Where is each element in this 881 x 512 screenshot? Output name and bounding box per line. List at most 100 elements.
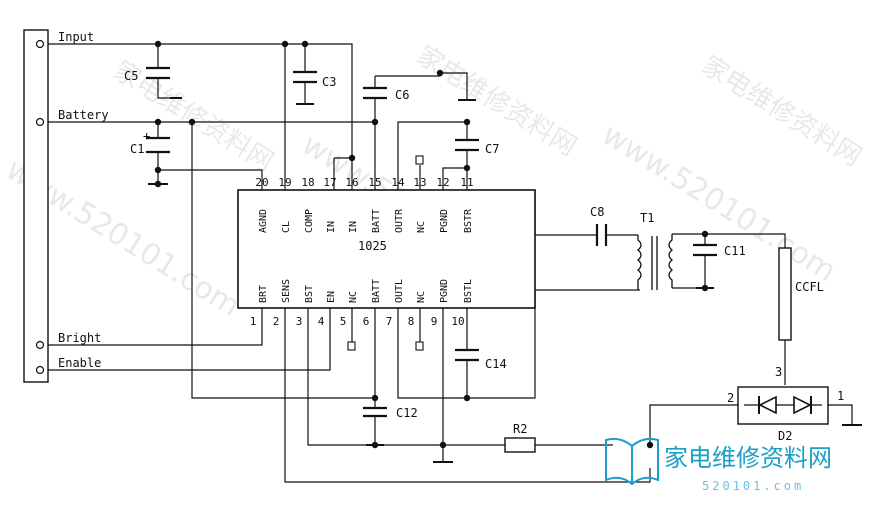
ic-pin-16-name: IN [348,221,359,233]
ic-pin-14-name: OUTR [394,208,405,233]
ic-1025: 1025 20AGND19CL18COMP17IN16IN15BATT14OUT… [237,176,536,328]
ic-pin-4-number: 4 [318,315,325,328]
label-c14: C14 [485,357,507,371]
ic-pin-10-name: BSTL [463,279,474,303]
label-ccfl: CCFL [795,280,824,294]
ic-pin-7-number: 7 [386,315,393,328]
label-d2-pin1: 1 [837,389,844,403]
label-c5: C5 [124,69,138,83]
ic-pin-16-number: 16 [345,176,358,189]
label-c6: C6 [395,88,409,102]
ic-pin-15-name: BATT [371,209,382,233]
capacitor-c8 [595,224,608,246]
ic-pin-19-number: 19 [278,176,291,189]
label-d2-pin2: 2 [727,391,734,405]
label-c1: C1 [130,142,144,156]
label-d2: D2 [778,429,792,443]
wire-input [40,43,353,190]
diode-d2-right-icon [793,395,812,415]
site-logo: 家电维修资料网 520101.com [605,437,832,493]
ic-pin-9-name: PGND [439,279,450,303]
wire-bright [40,308,263,346]
ic-pin-3-number: 3 [296,315,303,328]
ic-pin-8-name: NC [416,291,427,303]
port-bright [35,340,45,350]
label-c7: C7 [485,142,499,156]
ic-pin-18-number: 18 [301,176,314,189]
resistor-r2 [504,437,536,453]
diode-d2 [737,386,829,425]
label-d2-pin3: 3 [775,365,782,379]
ic-pin-17-name: IN [326,221,337,233]
nc-pad-13 [415,155,424,165]
ic-pin-11-name: BSTR [463,208,474,233]
ic-pin-17-number: 17 [323,176,336,189]
label-c1-polarity: + [143,129,150,143]
logo-url: 520101.com [702,479,804,493]
ic-pin-9-number: 9 [431,315,438,328]
ic-pin-12-name: PGND [439,209,450,233]
connector-strip [23,29,49,383]
nc-pad-5 [347,341,356,351]
watermark-cn-3: 家电维修资料网 [696,50,866,172]
ic-pin-11-number: 11 [460,176,473,189]
transformer-t1 [636,234,674,290]
port-input [35,39,45,49]
book-icon [605,437,659,486]
ccfl-lamp [778,247,792,341]
label-battery: Battery [58,108,109,122]
capacitor-c14 [455,348,479,362]
capacitor-c5 [146,66,170,80]
ic-pin-1-name: BRT [258,285,269,303]
capacitor-c3 [293,70,317,84]
label-r2: R2 [513,422,527,436]
label-input: Input [58,30,94,44]
label-c8: C8 [590,205,604,219]
ic-pin-4-name: EN [326,291,337,303]
capacitor-c11 [693,243,717,257]
label-c3: C3 [322,75,336,89]
ic-pin-5-number: 5 [340,315,347,328]
diode-d2-left-icon [758,395,777,415]
ic-bottom-pins: 1BRT2SENS3BST4EN5NC6BATT7OUTL8NC9PGND10B… [250,279,474,328]
ic-pin-15-number: 15 [368,176,381,189]
ic-pin-10-number: 10 [451,315,464,328]
ic-pin-20-name: AGND [258,209,269,233]
label-bright: Bright [58,331,101,345]
logo-text: 家电维修资料网 [664,444,832,472]
label-enable: Enable [58,356,101,370]
ic-pin-1-number: 1 [250,315,257,328]
ground-symbols [148,97,862,463]
capacitor-c7 [455,138,479,152]
label-c11: C11 [724,244,746,258]
ic-name: 1025 [358,239,387,253]
ic-pin-12-number: 12 [436,176,449,189]
capacitor-c12 [363,406,387,418]
ic-pin-3-name: BST [304,285,315,303]
label-c12: C12 [396,406,418,420]
ic-pin-13-number: 13 [413,176,426,189]
wire-enable [40,308,331,371]
ic-pin-14-number: 14 [391,176,405,189]
wires [40,43,853,483]
ic-pin-20-number: 20 [255,176,268,189]
capacitor-c1 [146,136,170,154]
ic-pin-2-name: SENS [281,279,292,303]
ic-pin-6-name: BATT [371,279,382,303]
port-enable [35,365,45,375]
ic-pin-7-name: OUTL [394,279,405,303]
ic-pin-5-name: NC [348,291,359,303]
ic-pin-18-name: COMP [304,209,315,233]
component-labels: C5 C3 C6 C1 + C7 C8 T1 C11 CCFL C14 C12 … [124,69,844,443]
ic-pin-19-name: CL [281,221,292,233]
capacitor-c6 [363,86,387,100]
ic-pin-2-number: 2 [273,315,280,328]
ic-pin-13-name: NC [416,221,427,233]
capacitors [146,66,717,418]
port-battery [35,117,45,127]
nc-pad-8 [415,341,424,351]
ic-pin-6-number: 6 [363,315,370,328]
label-t1: T1 [640,211,654,225]
